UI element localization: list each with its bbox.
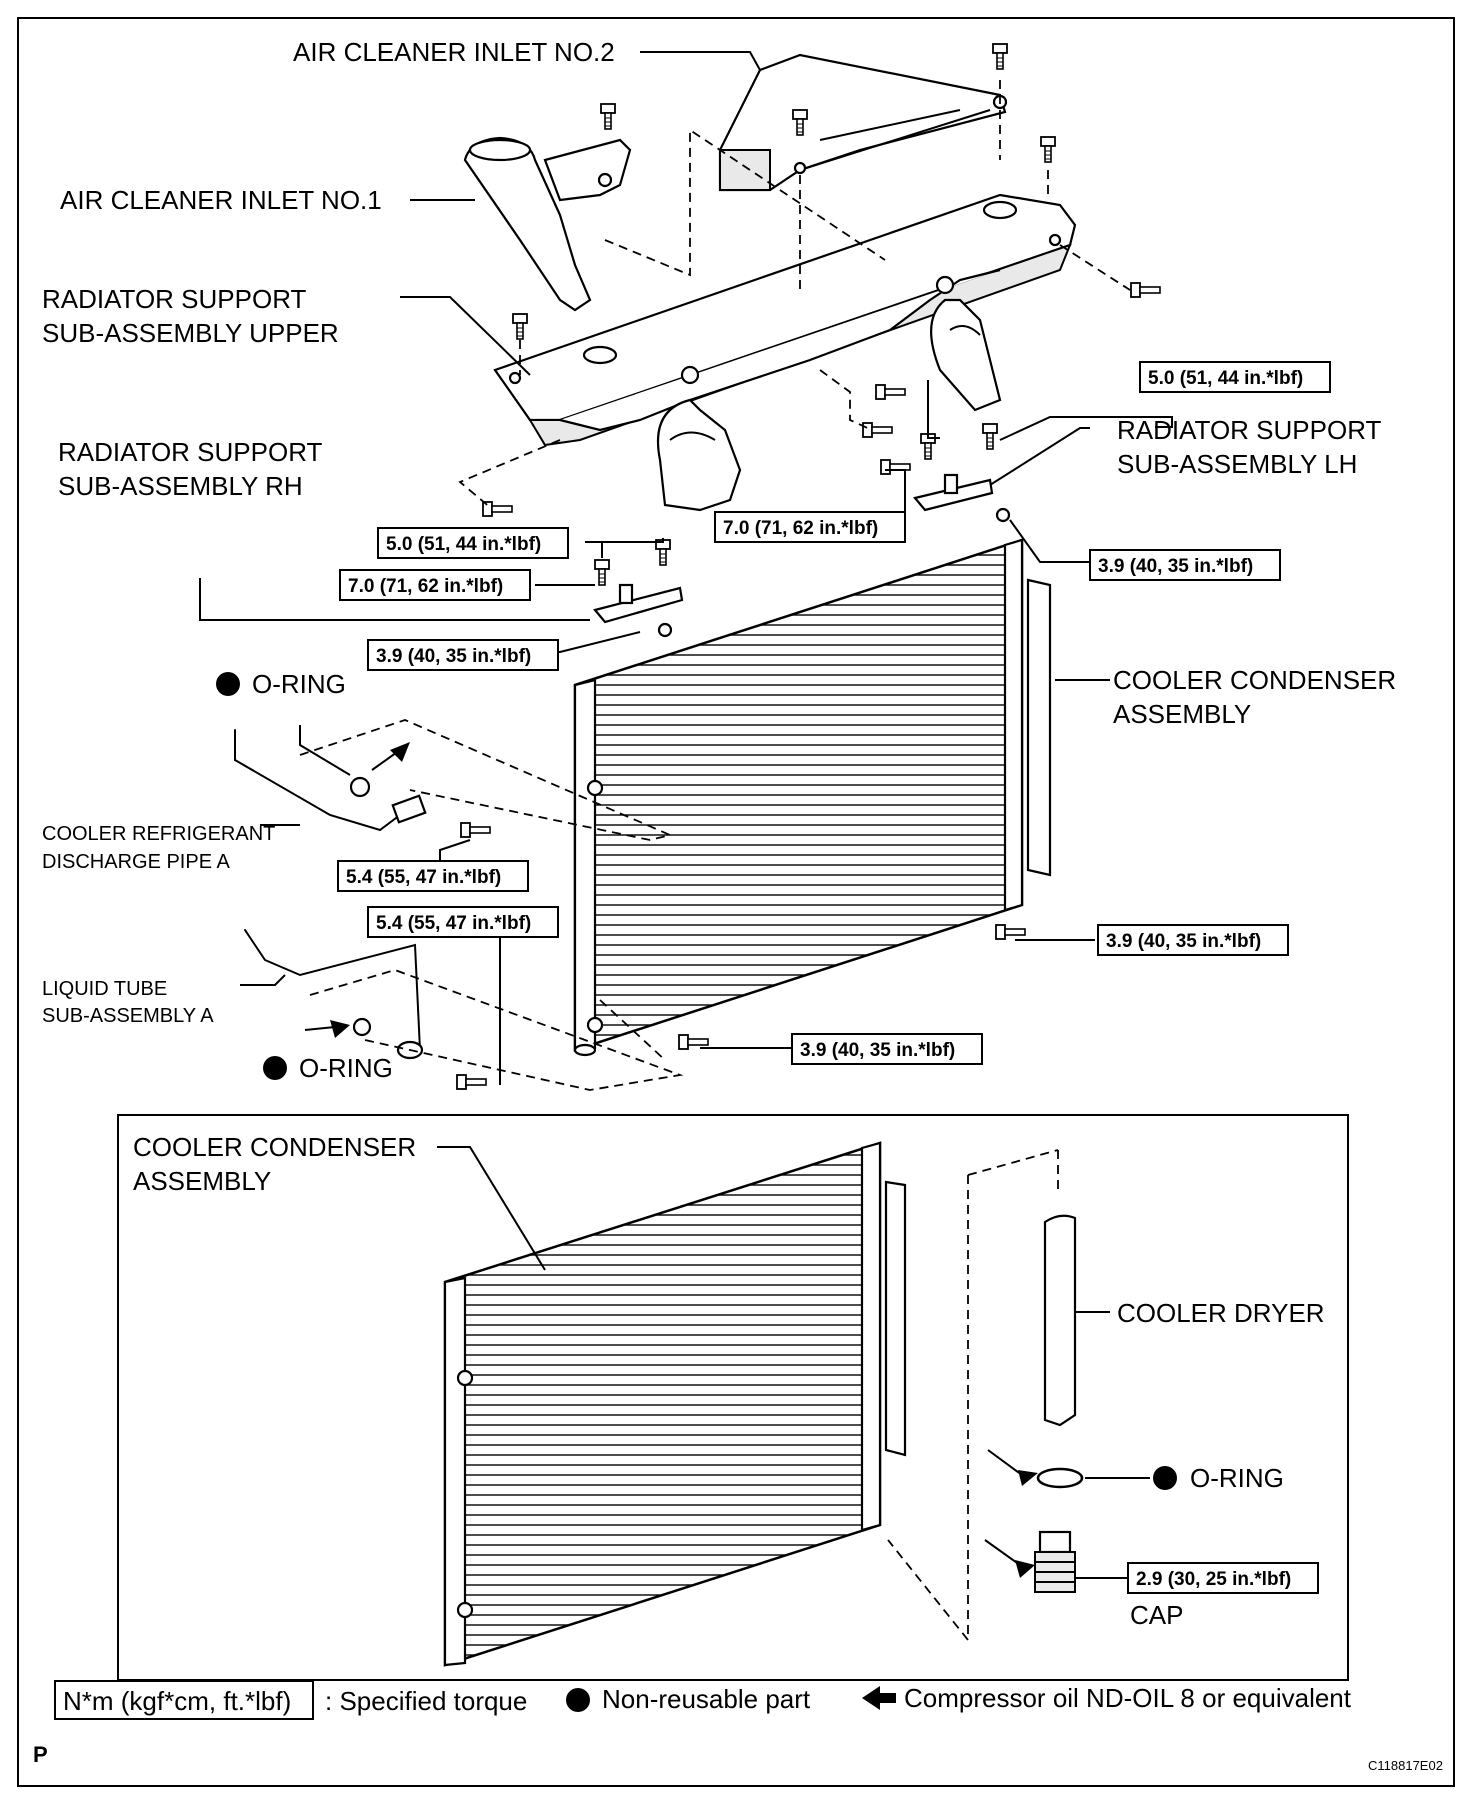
label-rad-support-upper-1: RADIATOR SUPPORT xyxy=(42,284,306,314)
label-air-cleaner-inlet-no2: AIR CLEANER INLET NO.2 xyxy=(293,37,615,67)
label-cooler-condenser-inset-1: COOLER CONDENSER xyxy=(133,1132,416,1162)
nonreusable-dot-2 xyxy=(263,1056,287,1080)
svg-text:5.4 (55, 47 in.*lbf): 5.4 (55, 47 in.*lbf) xyxy=(376,913,531,934)
svg-text:5.4 (55, 47 in.*lbf): 5.4 (55, 47 in.*lbf) xyxy=(346,867,501,888)
legend-oil-arrow-icon xyxy=(862,1686,880,1710)
discharge-pipe-a xyxy=(234,725,427,832)
torque-box-rh-7-0: 7.0 (71, 62 in.*lbf) xyxy=(339,569,531,601)
label-rad-support-rh-1: RADIATOR SUPPORT xyxy=(58,437,322,467)
torque-box-rh-3-9: 3.9 (40, 35 in.*lbf) xyxy=(367,639,559,671)
label-o-ring-2: O-RING xyxy=(299,1053,393,1083)
radiator-support-upper xyxy=(493,193,1077,447)
svg-text:3.9 (40, 35 in.*lbf): 3.9 (40, 35 in.*lbf) xyxy=(800,1040,955,1061)
label-rad-support-rh-2: SUB-ASSEMBLY RH xyxy=(58,471,303,501)
label-discharge-pipe-2: DISCHARGE PIPE A xyxy=(42,851,230,873)
corner-letter: P xyxy=(33,1742,48,1767)
label-cooler-condenser-1: COOLER CONDENSER xyxy=(1113,665,1396,695)
o-ring-dryer xyxy=(987,1449,1084,1489)
torque-box-lh-7-0: 7.0 (71, 62 in.*lbf) xyxy=(714,511,906,543)
torque-box-discharge-5-4: 5.4 (55, 47 in.*lbf) xyxy=(337,860,529,892)
horn-right xyxy=(930,298,1002,412)
label-o-ring-1: O-RING xyxy=(252,669,346,699)
label-liquid-tube-2: SUB-ASSEMBLY A xyxy=(42,1005,214,1027)
svg-text:3.9 (40, 35 in.*lbf): 3.9 (40, 35 in.*lbf) xyxy=(1098,556,1253,577)
label-liquid-tube-1: LIQUID TUBE xyxy=(42,978,167,1000)
torque-box-condenser-3-9-bottom: 3.9 (40, 35 in.*lbf) xyxy=(791,1033,983,1065)
horn-left xyxy=(656,398,742,512)
inset-box xyxy=(117,1114,1349,1681)
torque-box-rh-5-0: 5.0 (51, 44 in.*lbf) xyxy=(377,527,569,559)
label-cooler-dryer: COOLER DRYER xyxy=(1117,1298,1325,1328)
torque-box-liquid-5-4: 5.4 (55, 47 in.*lbf) xyxy=(367,906,559,938)
label-o-ring-3: O-RING xyxy=(1190,1463,1284,1493)
legend-nonreusable-dot xyxy=(566,1688,590,1712)
cooler-dryer xyxy=(1043,1214,1077,1427)
label-rad-support-lh-1: RADIATOR SUPPORT xyxy=(1117,415,1381,445)
svg-text:7.0 (71, 62 in.*lbf): 7.0 (71, 62 in.*lbf) xyxy=(348,576,503,597)
legend-torque-text: : Specified torque xyxy=(325,1686,527,1716)
cooler-condenser-inset xyxy=(443,1141,907,1667)
radiator-support-lh xyxy=(913,473,994,512)
air-cleaner-inlet-no2 xyxy=(718,53,1008,192)
assembly-lines-upper xyxy=(458,80,1131,510)
legend-torque-box xyxy=(54,1680,314,1720)
svg-text:5.0 (51, 44 in.*lbf): 5.0 (51, 44 in.*lbf) xyxy=(386,534,541,555)
radiator-support-rh xyxy=(593,583,684,624)
torque-box-condenser-3-9-right: 3.9 (40, 35 in.*lbf) xyxy=(1097,924,1289,956)
cooler-condenser-main xyxy=(573,538,1052,1057)
nonreusable-dot-3 xyxy=(1153,1466,1177,1490)
svg-text:5.0 (51, 44 in.*lbf): 5.0 (51, 44 in.*lbf) xyxy=(1148,368,1303,389)
legend-nonreusable-text: Non-reusable part xyxy=(602,1684,811,1714)
label-cooler-condenser-2: ASSEMBLY xyxy=(1113,699,1251,729)
label-air-cleaner-inlet-no1: AIR CLEANER INLET NO.1 xyxy=(60,185,382,215)
label-cap: CAP xyxy=(1130,1600,1183,1630)
label-cooler-condenser-inset-2: ASSEMBLY xyxy=(133,1166,271,1196)
label-rad-support-lh-2: SUB-ASSEMBLY LH xyxy=(1117,449,1357,479)
outer-frame xyxy=(17,17,1455,1787)
svg-text:7.0 (71, 62 in.*lbf): 7.0 (71, 62 in.*lbf) xyxy=(723,518,878,539)
air-cleaner-inlet-no1 xyxy=(463,136,632,312)
svg-text:2.9 (30, 25 in.*lbf): 2.9 (30, 25 in.*lbf) xyxy=(1136,1569,1291,1590)
legend: N*m (kgf*cm, ft.*lbf) : Specified torque… xyxy=(54,1680,1352,1720)
torque-box-lh-5-0: 5.0 (51, 44 in.*lbf) xyxy=(1139,361,1331,393)
figure-code: C118817E02 xyxy=(1368,1758,1443,1773)
label-discharge-pipe-1: COOLER REFRIGERANT xyxy=(42,823,275,845)
torque-box-cap-2-9: 2.9 (30, 25 in.*lbf) xyxy=(1127,1562,1319,1594)
liquid-tube-a xyxy=(244,929,424,1060)
legend-oil-text: Compressor oil ND-OIL 8 or equivalent xyxy=(904,1683,1352,1713)
svg-text:3.9 (40, 35 in.*lbf): 3.9 (40, 35 in.*lbf) xyxy=(376,646,531,667)
svg-text:3.9 (40, 35 in.*lbf): 3.9 (40, 35 in.*lbf) xyxy=(1106,931,1261,952)
label-rad-support-upper-2: SUB-ASSEMBLY UPPER xyxy=(42,318,339,348)
nonreusable-dot-1 xyxy=(216,672,240,696)
legend-torque-unit: N*m (kgf*cm, ft.*lbf) xyxy=(63,1686,291,1716)
torque-box-lh-3-9: 3.9 (40, 35 in.*lbf) xyxy=(1089,549,1281,581)
cap-part xyxy=(984,1530,1076,1593)
